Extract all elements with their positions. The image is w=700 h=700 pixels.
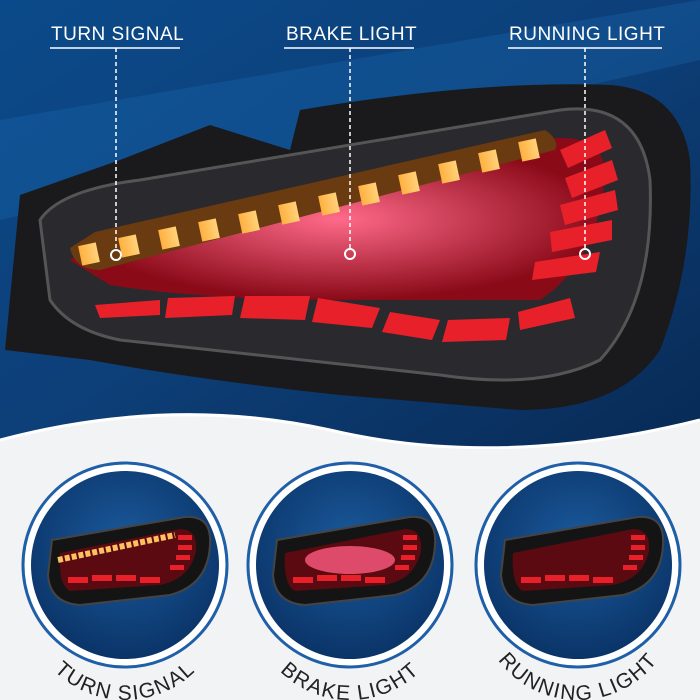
callout-label: TURN SIGNAL bbox=[51, 24, 184, 45]
running-light-bars bbox=[95, 130, 618, 342]
mode-turn-signal: TURN SIGNAL bbox=[21, 461, 229, 700]
callout-running-light: RUNNING LIGHT bbox=[508, 24, 665, 260]
mode-brake-light: BRAKE LIGHT bbox=[246, 461, 454, 700]
callout-label: BRAKE LIGHT bbox=[286, 24, 417, 45]
callout-label: RUNNING LIGHT bbox=[509, 24, 665, 45]
mode-running-light: RUNNING LIGHT bbox=[474, 461, 682, 700]
turn-signal-leds bbox=[78, 138, 540, 266]
tail-light-main bbox=[5, 84, 691, 411]
callout-turn-signal: TURN SIGNAL bbox=[50, 24, 184, 261]
callout-brake-light: BRAKE LIGHT bbox=[284, 24, 417, 260]
